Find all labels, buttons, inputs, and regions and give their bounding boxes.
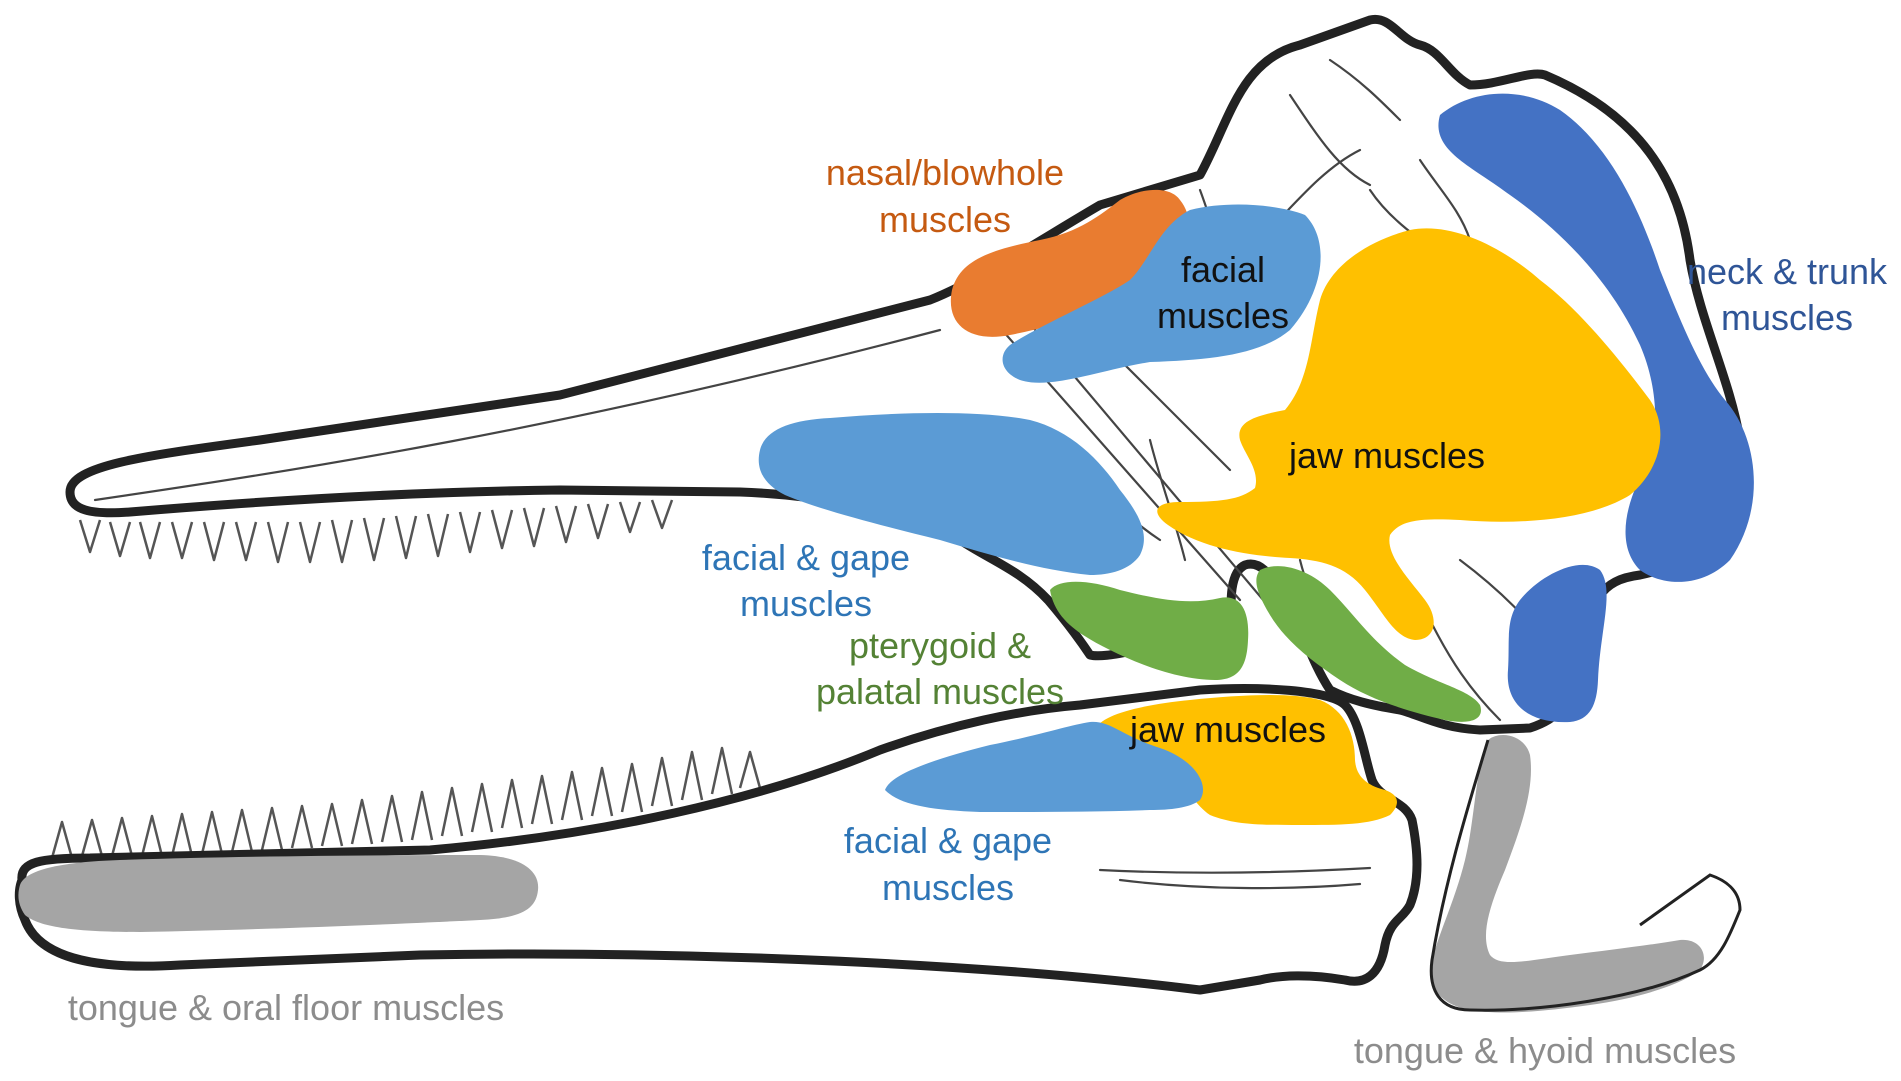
pterygoid-palatal-muscles-left-patch (1050, 581, 1249, 680)
jaw-muscles-upper-label: jaw muscles (1288, 435, 1485, 476)
jaw-muscles-lower-patch (1092, 695, 1397, 825)
nasal-blowhole-label-line1: nasal/blowhole (826, 152, 1064, 193)
jaw-muscles-lower-label: jaw muscles (1129, 709, 1326, 750)
facial-gape-upper-label-line1: facial & gape (702, 537, 910, 578)
upper-teeth (78, 499, 674, 564)
facial-gape-muscles-lower-patch (885, 721, 1204, 812)
nasal-blowhole-label-line2: muscles (879, 199, 1011, 240)
hyoid-bone-outline (1429, 739, 1742, 1012)
tongue-oral-floor-muscles-patch (18, 855, 539, 932)
facial-gape-muscles-upper-patch (758, 413, 1144, 575)
neck-trunk-muscles-patch (1438, 93, 1754, 582)
tongue-hyoid-label: tongue & hyoid muscles (1354, 1030, 1736, 1071)
tongue-oral-floor-label: tongue & oral floor muscles (68, 987, 504, 1028)
facial-gape-lower-label-line2: muscles (882, 867, 1014, 908)
lower-teeth (50, 746, 762, 859)
facial-gape-lower-label-line1: facial & gape (844, 820, 1052, 861)
pterygoid-palatal-label-line1: pterygoid & (849, 625, 1031, 666)
neck-trunk-muscles-lower-patch (1507, 564, 1607, 723)
jaw-muscles-upper-patch (1157, 228, 1661, 641)
pterygoid-palatal-label-line2: palatal muscles (816, 671, 1064, 712)
neck-trunk-label-line1: neck & trunk (1687, 251, 1888, 292)
facial-gape-upper-label-line2: muscles (740, 583, 872, 624)
facial-muscles-label-line2: muscles (1157, 295, 1289, 336)
nasal-blowhole-muscles-patch (950, 189, 1189, 337)
facial-muscles-patch (1002, 204, 1321, 383)
facial-muscles-label-line1: facial (1181, 249, 1265, 290)
tongue-hyoid-muscles-patch (1430, 735, 1704, 1013)
pterygoid-palatal-muscles-right-patch (1256, 566, 1481, 722)
neck-trunk-label-line2: muscles (1721, 297, 1853, 338)
